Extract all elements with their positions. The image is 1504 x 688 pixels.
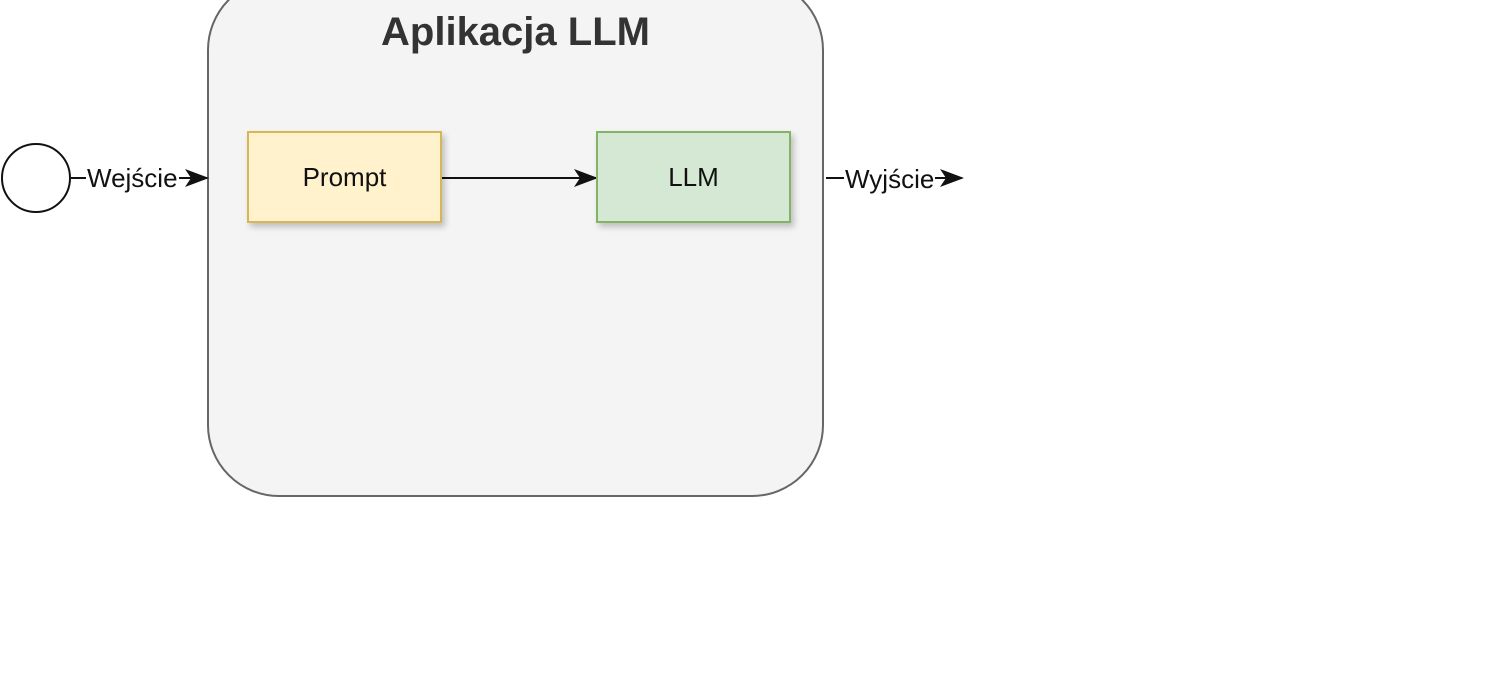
start-node-circle [1,143,71,213]
input-label: Wejście [86,163,179,193]
output-label: Wyjście [844,164,936,194]
llm-application-container [207,0,824,497]
llm-node: LLM [596,131,791,223]
prompt-node-label: Prompt [302,161,387,192]
llm-node-label: LLM [668,161,719,192]
container-title: Aplikacja LLM [381,10,650,54]
prompt-node: Prompt [247,131,442,223]
